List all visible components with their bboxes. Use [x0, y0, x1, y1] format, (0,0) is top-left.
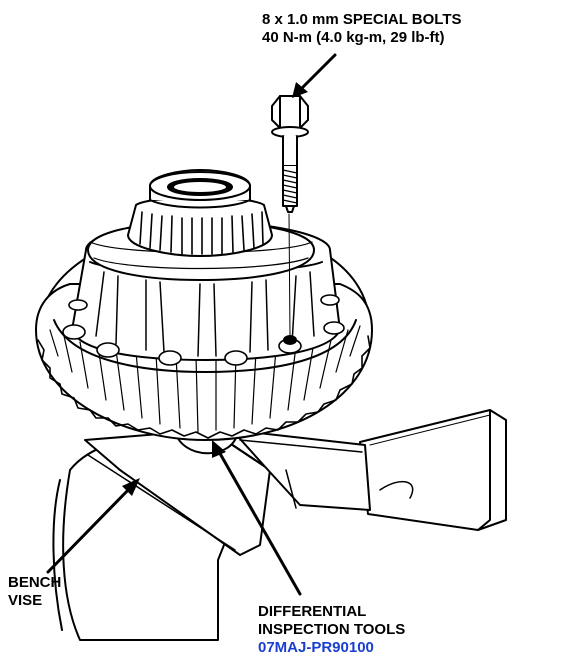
vise-leader-arrow: [46, 484, 134, 574]
leader-arrows: [46, 53, 337, 596]
bolt-arrowhead: [292, 82, 308, 98]
tool-leader-arrow: [216, 448, 302, 596]
special-bolt: [271, 95, 309, 337]
bolt-size-text: 8 x 1.0 mm SPECIAL BOLTS: [262, 11, 462, 28]
tool-arrowhead: [212, 440, 226, 458]
tool-line-1: DIFFERENTIAL: [258, 603, 367, 620]
bolt-leader-arrow: [296, 53, 337, 94]
tapered-bearing: [127, 169, 273, 257]
vise-line-1: BENCH: [8, 574, 62, 591]
tool-line-2: INSPECTION TOOLS: [258, 621, 406, 638]
bolt-torque-text: 40 N-m (4.0 kg-m, 29 lb-ft): [262, 29, 445, 46]
vise-arrowhead: [122, 478, 140, 496]
inspection-tools-label: DIFFERENTIAL INSPECTION TOOLS 07MAJ-PR90…: [258, 603, 405, 657]
special-bolts-label: 8 x 1.0 mm SPECIAL BOLTS 40 N-m (4.0 kg-…: [262, 11, 462, 47]
bench-vise-label: BENCH VISE: [8, 574, 61, 610]
tool-part-number-link[interactable]: 07MAJ-PR90100: [258, 639, 374, 656]
vise-line-2: VISE: [8, 592, 43, 609]
